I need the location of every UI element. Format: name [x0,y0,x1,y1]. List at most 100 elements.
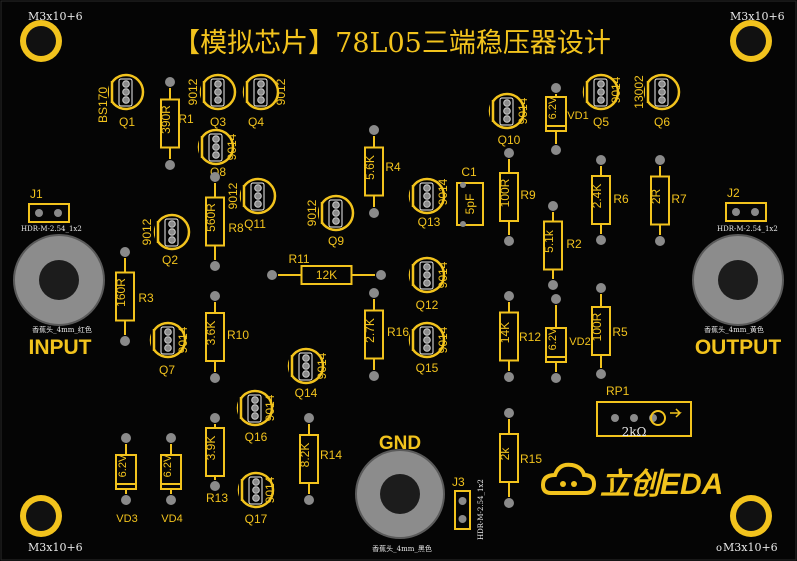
diode-vd3: 6.2V VD3 [115,433,138,525]
transistor-q12: Q12 9014 [408,256,450,312]
resistor-ref: R11 [288,252,309,266]
banana-jack-gnd: GND 香蕉头_4mm_黑色 [355,433,445,553]
svg-text:香蕉头_4mm_红色: 香蕉头_4mm_红色 [32,325,92,334]
resistor-ref: R8 [228,221,244,235]
resistor-r4: 5.6K R4 [363,125,401,218]
capacitor-value: 5pF [463,194,477,215]
transistor-part: 9014 [609,76,623,103]
transistor-ref: Q13 [418,215,441,229]
banana-jack-input: 香蕉头_4mm_红色 INPUT [13,234,105,359]
potentiometer-value: 2kΩ [622,425,647,439]
resistor-value: 2.7K [363,318,377,343]
mount-hole-tl: M3x10+6 [20,10,83,62]
transistor-part: 9014 [315,352,329,379]
svg-text:M3x10+6: M3x10+6 [723,541,778,554]
transistor-q13: Q13 9014 [408,177,450,229]
transistor-part: BS170 [96,87,110,123]
transistor-part: 9012 [305,199,319,226]
transistor-ref: Q14 [295,386,318,400]
resistor-ref: R2 [566,237,582,251]
resistor-value: 390R [159,105,173,134]
transistor-q14: Q14 9014 [287,347,329,400]
transistor-part: 9014 [436,261,450,288]
transistor-ref: Q12 [416,298,439,312]
transistor-part: 9014 [436,178,450,205]
resistor-ref: R15 [520,452,542,466]
transistor-part: 9014 [263,476,277,503]
transistor-q4: Q4 9012 [242,73,288,129]
input-label: INPUT [29,336,92,359]
resistor-r2: 5.1k R2 [542,201,582,290]
transistor-part: 9012 [186,78,200,105]
resistor-value: 3.6K [204,321,218,346]
svg-text:香蕉头_4mm_黑色: 香蕉头_4mm_黑色 [372,544,432,553]
gnd-label: GND [379,433,421,454]
svg-text:HDR-M-2.54_1x2: HDR-M-2.54_1x2 [477,479,485,540]
header-ref: J3 [452,475,465,489]
transistor-part: 9014 [436,326,450,353]
header-ref: J2 [727,186,740,200]
diode-ref: VD3 [116,513,137,525]
svg-text:o: o [716,543,722,554]
resistor-ref: R4 [385,160,401,174]
transistor-part: 9014 [263,394,277,421]
capacitor-ref: C1 [461,165,477,179]
board-title: 【模拟芯片】78L05三端稳压器设计 [173,28,611,59]
transistor-q15: Q15 9014 [408,321,450,375]
transistor-ref: Q5 [593,115,609,129]
transistor-part: 9014 [516,97,530,124]
svg-text:M3x10+6: M3x10+6 [28,10,83,23]
resistor-ref: R10 [227,328,249,342]
resistor-ref: R13 [206,491,228,505]
lceda-logo: 立创EDA [540,462,723,501]
transistor-ref: Q15 [416,361,439,375]
diode-value: 6.2V [162,454,174,477]
resistor-value: 5.6K [363,155,377,180]
header-j3: J3 HDR-M-2.54_1x2 [452,475,485,540]
resistor-ref: R7 [671,192,687,206]
svg-text:立创EDA: 立创EDA [600,467,723,501]
transistor-part: 9014 [176,326,190,353]
transistor-ref: Q1 [119,115,135,129]
resistor-ref: R12 [519,330,541,344]
diode-value: 6.2V [117,454,129,477]
resistor-ref: R14 [320,448,342,462]
transistor-ref: Q11 [244,217,266,231]
resistor-ref: R9 [520,188,536,202]
output-label: OUTPUT [695,336,782,359]
diode-ref: VD4 [161,513,182,525]
transistor-ref: Q10 [498,133,521,147]
transistor-part: 9014 [225,133,239,160]
resistor-value: 12K [316,268,337,282]
resistor-value: 14K [498,322,512,343]
resistor-value: 560R [204,203,218,232]
transistor-ref: Q7 [159,363,175,377]
transistor-ref: Q6 [654,115,670,129]
transistor-ref: Q17 [245,512,268,526]
transistor-ref: Q4 [248,115,264,129]
transistor-part: 9012 [274,78,288,105]
resistor-value: 100R [590,312,604,341]
transistor-q10: Q10 9014 [488,92,530,147]
resistor-value: 2k [498,447,512,461]
resistor-r8: 560R R8 [204,172,244,271]
resistor-value: 8.2K [298,443,312,468]
resistor-value: 5.1k [542,229,556,253]
resistor-r11: 12K R11 [267,252,386,285]
